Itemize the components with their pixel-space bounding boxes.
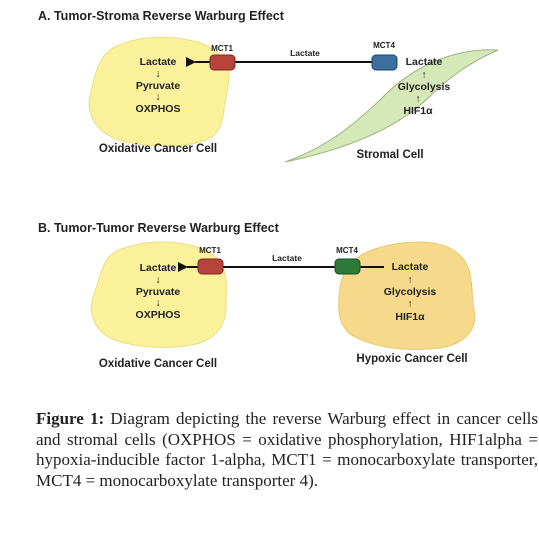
panel-a-right-step-3: HIF1α xyxy=(403,105,433,117)
panel-a-title: A. Tumor-Stroma Reverse Warburg Effect xyxy=(38,9,285,23)
panel-b-mct1-label: MCT1 xyxy=(199,246,221,255)
panel-b-left-step-3: OXPHOS xyxy=(136,309,181,321)
panel-a-right-step-1: Lactate xyxy=(406,56,443,68)
panel-a-mct4-transporter xyxy=(371,54,398,71)
panel-b-left-step-2: Pyruvate xyxy=(136,286,181,298)
panel-a-up-arrow-1: ↑ xyxy=(421,69,426,81)
panel-b-up-arrow-2: ↑ xyxy=(407,298,412,310)
panel-b-left-cell-label: Oxidative Cancer Cell xyxy=(99,358,217,370)
panel-a-arrow-label: Lactate xyxy=(290,48,320,58)
panel-b-mct4-transporter xyxy=(334,258,361,275)
panel-a-left-step-1: Lactate xyxy=(140,56,177,68)
panel-a-right-step-2: Glycolysis xyxy=(398,81,451,93)
figure-caption: Figure 1: Diagram depicting the reverse … xyxy=(36,409,538,491)
panel-a-left-step-3: OXPHOS xyxy=(136,103,181,115)
panel-b-mct1-transporter xyxy=(197,258,224,275)
panel-a-down-arrow-1: ↓ xyxy=(155,68,160,80)
panel-a-left-cell-label: Oxidative Cancer Cell xyxy=(99,143,217,155)
panel-b-oxidative-cell xyxy=(90,241,227,348)
panel-b-right-step-1: Lactate xyxy=(392,261,429,273)
panel-b-left-step-1: Lactate xyxy=(140,262,177,274)
reverse-warburg-diagram: A. Tumor-Stroma Reverse Warburg Effect L… xyxy=(38,9,499,370)
panel-b-up-arrow-1: ↑ xyxy=(407,274,412,286)
panel-b-right-cell-label: Hypoxic Cancer Cell xyxy=(356,353,467,365)
panel-a-up-arrow-2: ↑ xyxy=(415,93,420,105)
caption-text: Diagram depicting the reverse Warburg ef… xyxy=(36,409,538,490)
panel-a-down-arrow-2: ↓ xyxy=(155,91,160,103)
panel-a-mct1-transporter xyxy=(209,54,236,71)
panel-b-mct4-label: MCT4 xyxy=(336,246,358,255)
panel-a-stromal-cell xyxy=(284,49,499,163)
panel-b-arrow-label: Lactate xyxy=(272,253,302,263)
figure-label: Figure 1: xyxy=(36,409,105,428)
panel-a: A. Tumor-Stroma Reverse Warburg Effect L… xyxy=(38,9,499,163)
panel-b-right-step-2: Glycolysis xyxy=(384,286,437,298)
panel-a-mct4-label: MCT4 xyxy=(373,41,395,50)
panel-b: B. Tumor-Tumor Reverse Warburg Effect La… xyxy=(38,221,476,370)
panel-a-left-step-2: Pyruvate xyxy=(136,80,181,92)
panel-b-down-arrow-2: ↓ xyxy=(155,297,160,309)
panel-a-mct1-label: MCT1 xyxy=(211,44,233,53)
panel-a-right-cell-label: Stromal Cell xyxy=(356,149,423,161)
panel-b-title: B. Tumor-Tumor Reverse Warburg Effect xyxy=(38,221,280,235)
panel-b-hypoxic-cell xyxy=(338,241,476,350)
panel-b-right-step-3: HIF1α xyxy=(395,311,425,323)
panel-b-down-arrow-1: ↓ xyxy=(155,274,160,286)
